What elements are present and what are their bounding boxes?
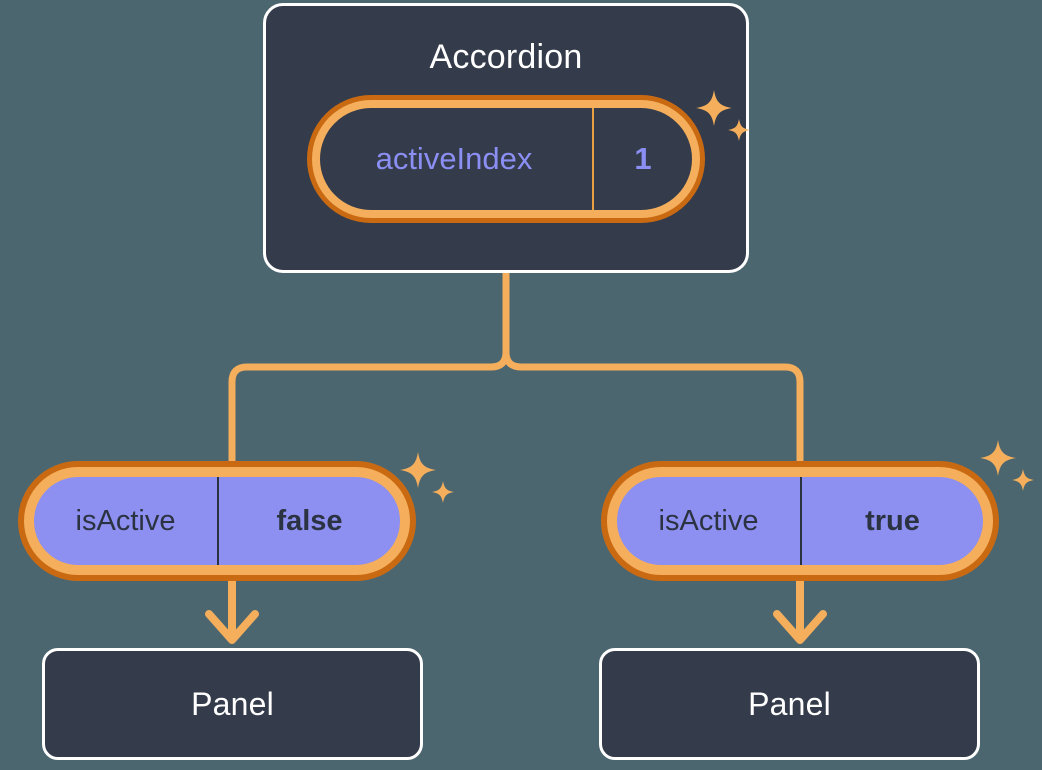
arrow-down-icon-right — [773, 578, 827, 644]
pill-divider — [800, 477, 802, 565]
connector-left-branch — [228, 269, 510, 470]
state-pill-activeindex[interactable]: activeIndex 1 — [307, 95, 705, 223]
sparkle-small-icon — [432, 481, 454, 503]
state-value-activeindex: 1 — [634, 141, 652, 176]
state-key-isactive-right: isActive — [658, 504, 759, 537]
connector-right-branch — [502, 269, 804, 470]
pill-body: activeIndex 1 — [320, 108, 692, 210]
panel-card-right[interactable]: Panel — [599, 648, 980, 760]
state-value-isactive-right: true — [865, 504, 920, 537]
panel-title-left: Panel — [191, 686, 274, 722]
pill-divider — [217, 477, 219, 565]
sparkle-large-icon — [980, 440, 1016, 476]
state-value-isactive-left: false — [276, 504, 343, 537]
arrow-down-icon-left — [205, 578, 259, 644]
accordion-title: Accordion — [429, 38, 583, 76]
panel-card-left[interactable]: Panel — [42, 648, 423, 760]
state-pill-isactive-false[interactable]: isActive false — [18, 461, 416, 581]
pill-body: isActive true — [617, 477, 983, 565]
state-key-activeindex: activeIndex — [375, 141, 533, 176]
state-key-isactive-left: isActive — [75, 504, 176, 537]
pill-divider — [592, 108, 594, 210]
panel-title-right: Panel — [748, 686, 831, 722]
sparkle-large-icon — [400, 452, 436, 488]
state-pill-isactive-true[interactable]: isActive true — [601, 461, 999, 581]
pill-body: isActive false — [34, 477, 400, 565]
sparkle-small-icon — [1012, 469, 1034, 491]
